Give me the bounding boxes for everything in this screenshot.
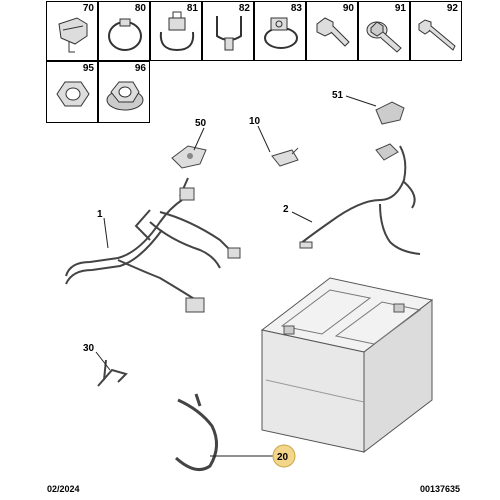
part-cell-83[interactable]: 83 — [254, 1, 306, 61]
connector-icon — [227, 247, 241, 259]
part-10-terminal — [271, 147, 299, 167]
part-cell-90[interactable]: 90 — [306, 1, 358, 61]
part-ref-83: 83 — [290, 3, 302, 14]
callout-2[interactable]: 2 — [283, 204, 289, 215]
callout-10[interactable]: 10 — [249, 116, 261, 127]
nut-icon — [56, 81, 90, 107]
part-50-connector — [171, 145, 207, 169]
bolt-icon — [316, 17, 350, 47]
part-ref-81: 81 — [186, 3, 198, 14]
callout-30[interactable]: 30 — [83, 343, 95, 354]
flange-nut-icon — [106, 81, 144, 111]
part-cell-70[interactable]: 70 — [46, 1, 98, 61]
part-ref-90: 90 — [342, 3, 354, 14]
harness-1 — [65, 177, 235, 311]
battery — [260, 277, 434, 454]
screw-icon — [418, 19, 456, 51]
part-cell-96[interactable]: 96 — [98, 61, 150, 123]
flange-bolt-icon — [366, 21, 402, 53]
hose-clamp-clip-icon — [264, 17, 298, 49]
clip-icon — [58, 17, 88, 53]
part-ref-96: 96 — [134, 63, 146, 74]
footer-code: 00137635 — [419, 484, 460, 494]
footer-date: 02/2024 — [47, 484, 80, 494]
connector-icon — [299, 241, 313, 249]
part-cell-80[interactable]: 80 — [98, 1, 150, 61]
part-ref-80: 80 — [134, 3, 146, 14]
part-cell-82[interactable]: 82 — [202, 1, 254, 61]
part-cell-92[interactable]: 92 — [410, 1, 462, 61]
mount-clip-icon — [216, 16, 242, 51]
connector-icon — [185, 297, 205, 313]
callout-20[interactable]: 20 — [277, 452, 289, 463]
part-cell-95[interactable]: 95 — [46, 61, 98, 123]
part-20-earth-strap — [174, 393, 218, 472]
part-cell-81[interactable]: 81 — [150, 1, 202, 61]
callout-50[interactable]: 50 — [195, 118, 207, 129]
part-ref-82: 82 — [238, 3, 250, 14]
callout-20-highlight — [272, 444, 296, 468]
callout-51[interactable]: 51 — [332, 90, 344, 101]
part-cell-91[interactable]: 91 — [358, 1, 410, 61]
callout-1[interactable]: 1 — [97, 209, 103, 220]
part-ref-91: 91 — [394, 3, 406, 14]
cable-2 — [299, 145, 421, 255]
part-30-bracket — [97, 359, 128, 387]
cable-tie-icon — [108, 18, 142, 51]
part-ref-95: 95 — [82, 63, 94, 74]
part-51-fuse-box — [375, 101, 405, 161]
strap-clip-icon — [159, 11, 195, 52]
part-ref-70: 70 — [82, 3, 94, 14]
connector-icon — [179, 187, 195, 201]
part-ref-92: 92 — [446, 3, 458, 14]
